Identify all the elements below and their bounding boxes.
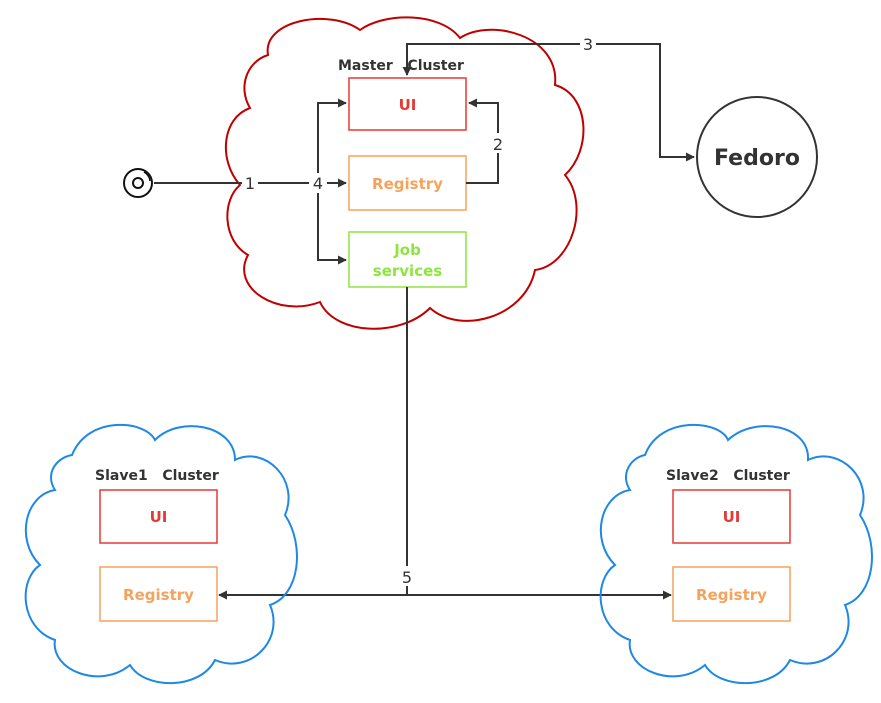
slave2-registry-label: Registry	[696, 586, 767, 604]
edge-fanout-to-job-services	[317, 183, 347, 265]
slave1-ui-label: UI	[150, 508, 168, 526]
master-cluster-cloud	[224, 16, 585, 330]
master-ui-label: UI	[399, 96, 417, 114]
step-2-bg	[490, 133, 506, 153]
edge-fedoro-to-ui	[402, 43, 695, 162]
slave1-cluster-title: Slave1 Cluster	[95, 468, 219, 484]
edge-fanout-to-ui	[317, 98, 347, 183]
master-job-services-label-line2: services	[373, 262, 442, 280]
slave2-cluster-title: Slave2 Cluster	[666, 468, 790, 484]
master-registry-label: Registry	[372, 175, 443, 193]
step-2-label: 2	[493, 135, 503, 154]
step-1-bg	[242, 173, 258, 193]
step-4-bg	[309, 173, 327, 193]
fedoro-label: Fedoro	[714, 146, 800, 171]
slave1-cluster-cloud	[24, 423, 298, 685]
start-node-icon[interactable]	[123, 168, 153, 198]
step-3-label: 3	[583, 35, 593, 54]
slave1-registry-box[interactable]	[99, 566, 218, 622]
slave1-ui-box[interactable]	[99, 489, 218, 544]
slave2-cluster-cloud	[599, 423, 873, 685]
master-registry-box[interactable]	[348, 155, 467, 211]
step-4-label: 4	[313, 174, 323, 193]
step-3-bg	[580, 35, 596, 53]
slave1-registry-label: Registry	[123, 586, 194, 604]
step-5-label: 5	[402, 568, 412, 587]
master-cluster-title: Master Cluster	[338, 58, 464, 74]
step-5-bg	[399, 566, 415, 586]
fedoro-node[interactable]	[696, 96, 818, 218]
slave2-ui-label: UI	[723, 508, 741, 526]
master-job-services-label-line1: Job	[393, 241, 421, 259]
slave2-ui-box[interactable]	[672, 489, 791, 544]
step-1-label: 1	[245, 174, 255, 193]
slave2-registry-box[interactable]	[672, 566, 791, 622]
